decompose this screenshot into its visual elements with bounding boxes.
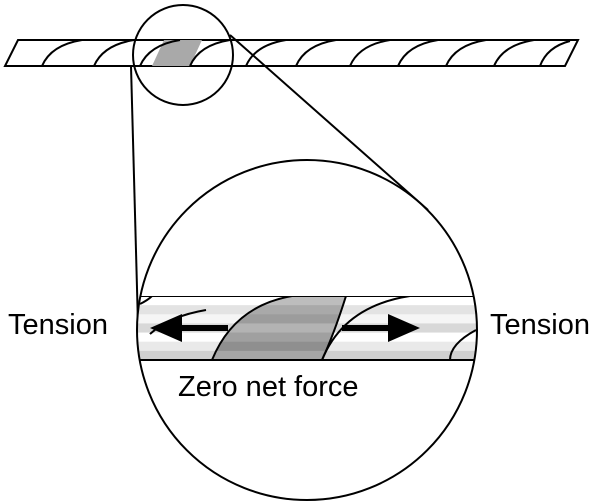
top-rope [3, 39, 580, 67]
strand-shade-band [212, 332, 346, 343]
strand-shade-band [212, 314, 346, 324]
large-magnifier-circle [136, 159, 478, 501]
strand-shade-band [212, 341, 346, 352]
top-rope-strand-lines [41, 39, 571, 67]
strand-shade-band [212, 305, 346, 315]
strand-shade-band [212, 323, 346, 334]
tension-left-label: Tension [8, 309, 108, 341]
strand-shade-band [212, 296, 346, 306]
highlighted-strand-shading [212, 296, 346, 360]
magnified-view [136, 159, 478, 501]
small-magnifier-circle [132, 4, 234, 106]
zero-net-force-label: Zero net force [178, 371, 359, 403]
arrow-left-icon [150, 314, 228, 342]
right-zoom-line [229, 34, 429, 211]
arrow-right-icon [342, 314, 420, 342]
top-rope-highlighted-segment [152, 40, 202, 66]
left-zoom-line [130, 65, 139, 326]
zoom-indicator [130, 4, 429, 326]
strand-shade-band [212, 350, 346, 360]
top-rope-outline [3, 39, 580, 67]
tension-right-label: Tension [490, 309, 590, 341]
